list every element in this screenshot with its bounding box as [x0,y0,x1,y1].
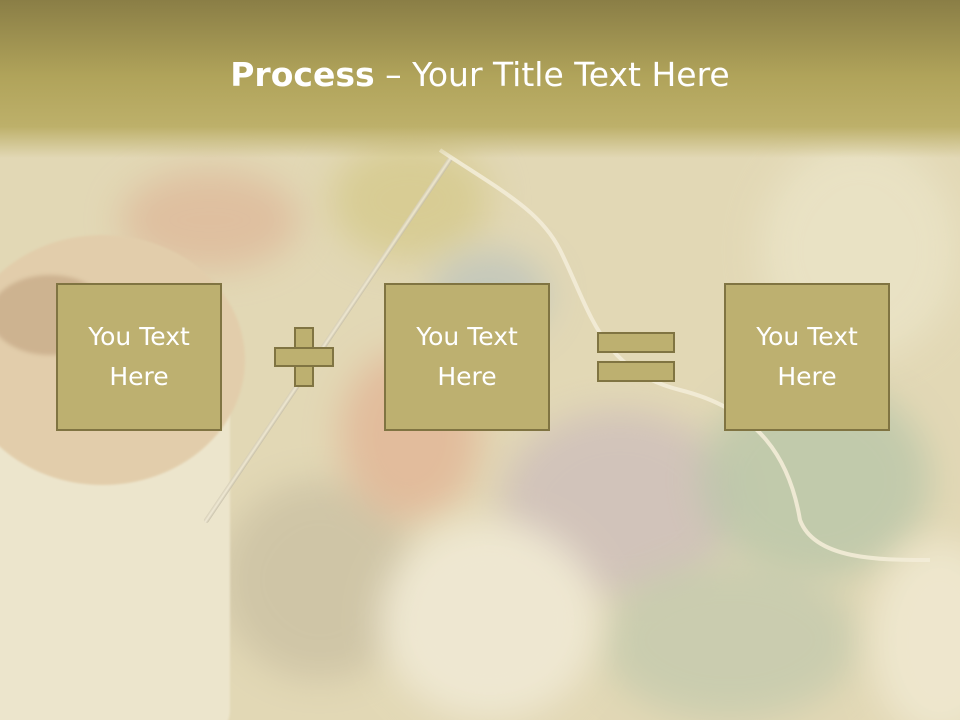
title-bold: Process [230,55,375,94]
title-band [0,0,960,158]
step-label-3: You Text Here [756,322,858,391]
slide-title: Process – Your Title Text Here [0,52,960,98]
step-box-3[interactable]: You Text Here [724,283,890,431]
step-label-1: You Text Here [88,322,190,391]
step-label-2: You Text Here [416,322,518,391]
title-rest: – Your Title Text Here [374,55,730,94]
step-box-1[interactable]: You Text Here [56,283,222,431]
step-box-2[interactable]: You Text Here [384,283,550,431]
